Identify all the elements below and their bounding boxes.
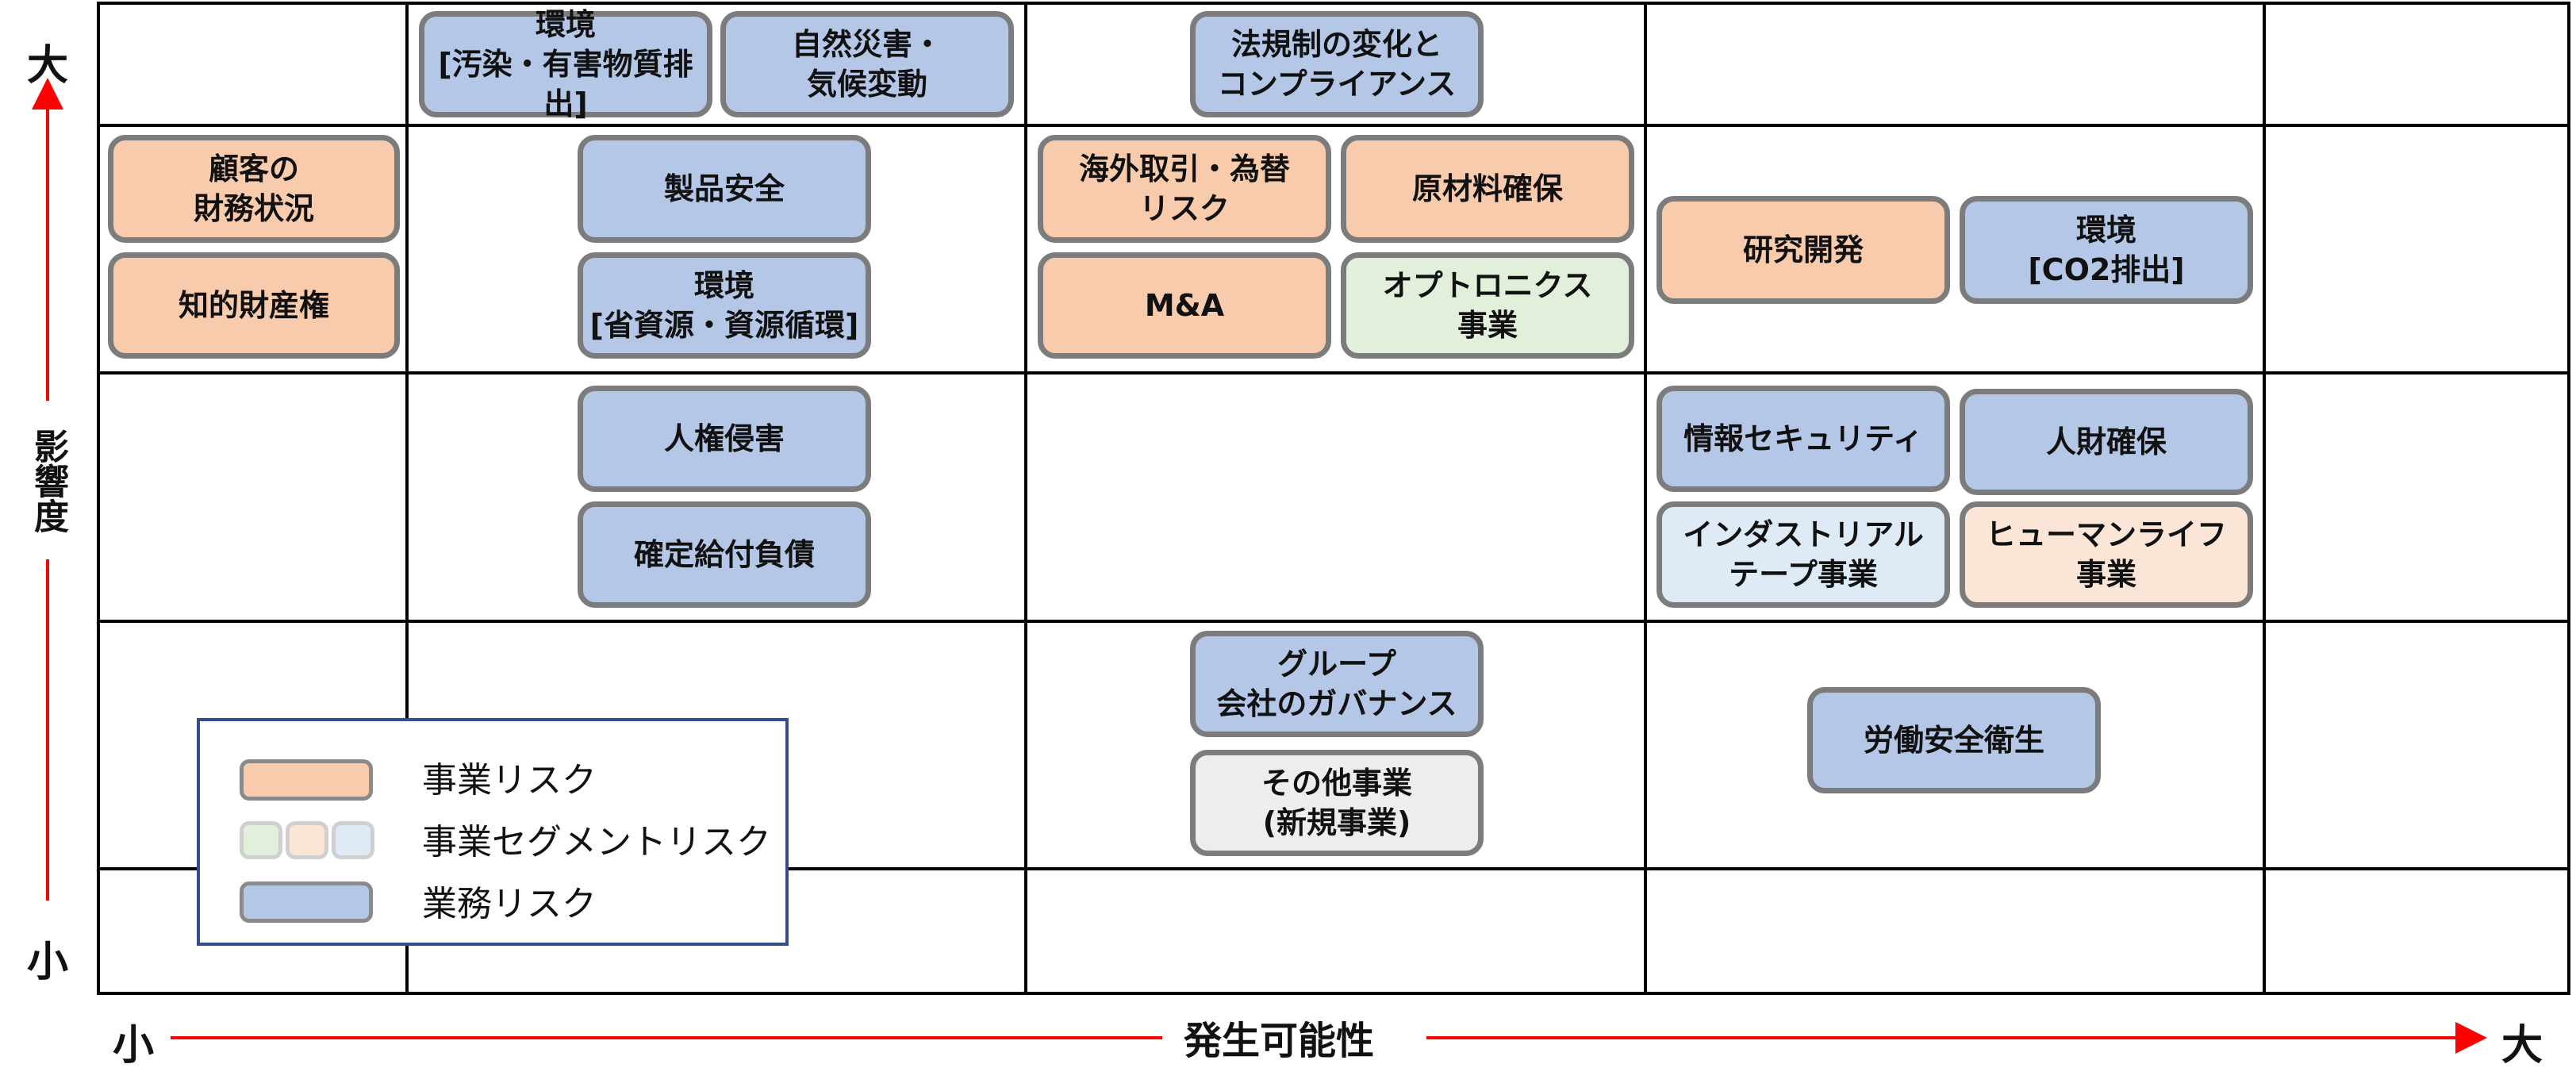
x-axis-title: 発生可能性 — [1184, 1019, 1375, 1063]
x-axis-large-label: 大 — [2501, 1022, 2543, 1070]
risk-box-industrial-tape: インダストリアル テープ事業 — [1657, 501, 1950, 608]
legend-swatch-operational-risk — [240, 882, 373, 923]
risk-box-human-rights: 人権侵害 — [578, 386, 871, 492]
risk-box-natural-disaster: 自然災害・ 気候変動 — [720, 11, 1014, 117]
legend-label-operational-risk: 業務リスク — [422, 884, 597, 924]
risk-box-group-governance: グループ 会社のガバナンス — [1190, 631, 1484, 737]
legend-swatch-segment-blue — [332, 821, 374, 859]
risk-box-env-resources: 環境 [省資源・資源循環] — [578, 252, 871, 359]
risk-box-ma: M&A — [1038, 252, 1331, 359]
risk-box-talent: 人財確保 — [1960, 389, 2253, 495]
x-axis-small-label: 小 — [113, 1022, 155, 1070]
risk-box-env-co2: 環境 [CO2排出] — [1960, 196, 2253, 304]
risk-box-rnd: 研究開発 — [1657, 196, 1950, 304]
legend-label-business-risk: 事業リスク — [422, 760, 597, 801]
risk-box-customer-finance: 顧客の 財務状況 — [108, 135, 400, 243]
legend: 事業リスク 事業セグメントリスク 業務リスク — [197, 718, 789, 946]
y-axis-title: 影響度 — [28, 428, 68, 533]
risk-box-human-life: ヒューマンライフ 事業 — [1960, 501, 2253, 608]
risk-box-info-security: 情報セキュリティ — [1657, 386, 1950, 492]
grid-border — [97, 2, 2570, 995]
y-axis-small-label: 小 — [27, 939, 69, 986]
risk-box-raw-materials: 原材料確保 — [1341, 135, 1634, 243]
y-axis-large-label: 大 — [27, 42, 69, 90]
legend-swatch-segment-peach — [286, 821, 328, 859]
legend-label-segment-risk: 事業セグメントリスク — [422, 822, 771, 862]
legend-swatch-segment-green — [240, 821, 282, 859]
risk-box-defined-benefit: 確定給付負債 — [578, 501, 871, 608]
risk-box-overseas-fx: 海外取引・為替 リスク — [1038, 135, 1331, 243]
risk-box-other-business: その他事業 (新規事業) — [1190, 750, 1484, 856]
legend-swatch-business-risk — [240, 759, 373, 801]
risk-box-optronics: オプトロニクス 事業 — [1341, 252, 1634, 359]
risk-box-product-safety: 製品安全 — [578, 135, 871, 243]
risk-box-intellectual-property: 知的財産権 — [108, 252, 400, 359]
risk-box-env-pollution: 環境 [汚染・有害物質排出] — [419, 7, 712, 121]
risk-box-legal-compliance: 法規制の変化と コンプライアンス — [1190, 11, 1484, 117]
risk-box-occupational-safety: 労働安全衛生 — [1807, 687, 2101, 793]
